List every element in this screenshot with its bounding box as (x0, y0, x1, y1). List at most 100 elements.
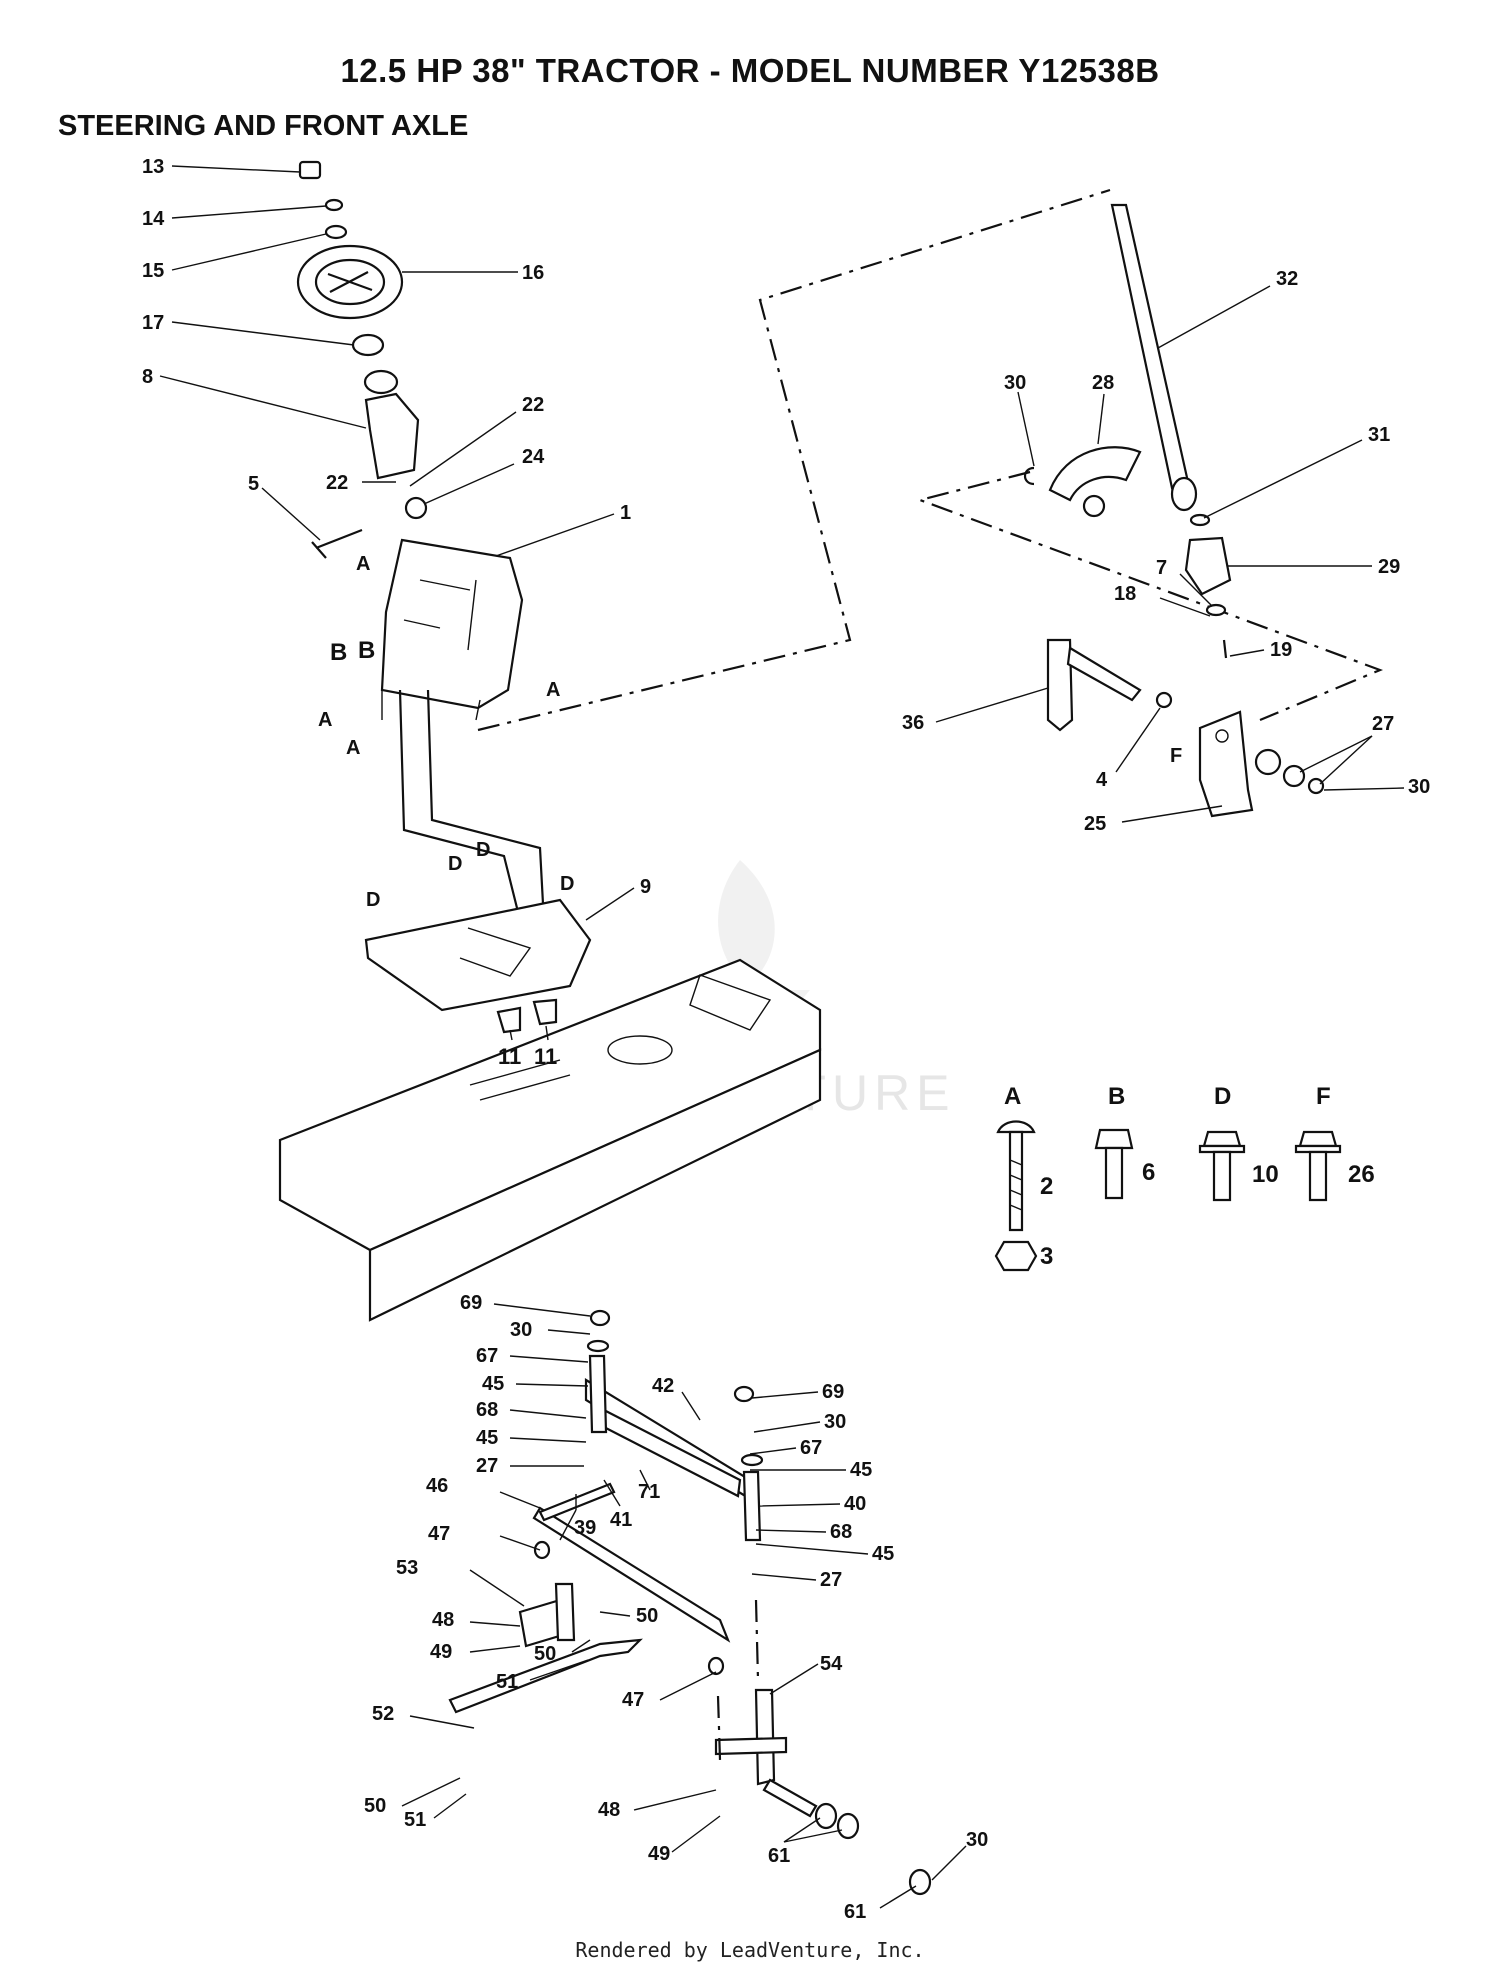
steering-arm-icon (518, 1582, 576, 1648)
reference-line (754, 1599, 760, 1681)
reference-line (716, 1695, 722, 1761)
callout-D: D (476, 839, 490, 861)
dash-panel-icon (380, 538, 524, 721)
washer-icon (1282, 764, 1306, 788)
clip-icon (496, 1006, 522, 1034)
adapter-icon (351, 333, 385, 357)
reference-line (916, 470, 1384, 722)
flange-bolt-icon (1198, 1130, 1246, 1202)
callout-1: 1 (620, 502, 631, 524)
steering-shaft-icon (1110, 203, 1190, 490)
nut-icon (707, 1656, 725, 1676)
callout-15: 15 (142, 260, 164, 282)
callout-30: 30 (510, 1319, 532, 1341)
callout-67: 67 (800, 1437, 822, 1459)
steering-assembly (278, 160, 822, 1322)
nut-icon (533, 1540, 551, 1560)
callout-27: 27 (1372, 713, 1394, 735)
washer-icon (1205, 603, 1227, 617)
callout-51: 51 (496, 1671, 518, 1693)
callout-50: 50 (636, 1605, 658, 1627)
steering-wheel-icon (296, 244, 404, 320)
hex-nut-icon (994, 1240, 1038, 1272)
bolt-icon (1222, 639, 1228, 659)
callout-71: 71 (638, 1481, 660, 1503)
callout-68: 68 (476, 1399, 498, 1421)
washer-icon (814, 1802, 838, 1830)
callout-19: 19 (1270, 639, 1292, 661)
callout-48: 48 (598, 1799, 620, 1821)
callout-B: B (358, 637, 375, 664)
hex-bolt-icon (1094, 1128, 1134, 1200)
callout-61: 61 (844, 1901, 866, 1923)
clip-icon (1023, 466, 1035, 486)
callout-7: 7 (1156, 557, 1167, 579)
callout-4: 4 (1096, 769, 1108, 791)
reference-line (477, 188, 1111, 732)
hardware-key-letter-F: F (1316, 1083, 1331, 1110)
mounting-bracket-icon (1198, 710, 1254, 818)
callout-D: D (560, 873, 574, 895)
callout-46: 46 (426, 1475, 448, 1497)
callout-B: B (330, 639, 347, 666)
callout-42: 42 (652, 1375, 674, 1397)
washer-icon (1254, 748, 1282, 776)
hardware-key-number-2: 2 (1040, 1173, 1053, 1200)
callout-50: 50 (364, 1795, 386, 1817)
washer-icon (324, 224, 348, 240)
hardware-key-number-10: 10 (1252, 1161, 1279, 1188)
section-title: STEERING AND FRONT AXLE (58, 110, 469, 142)
callout-18: 18 (1114, 583, 1136, 605)
callout-24: 24 (522, 446, 545, 468)
callout-30: 30 (1004, 372, 1026, 394)
callout-30: 30 (966, 1829, 988, 1851)
hardware-key-letter-A: A (1004, 1083, 1021, 1110)
callout-39: 39 (574, 1517, 596, 1539)
washer-icon (908, 1868, 932, 1896)
callout-28: 28 (1092, 372, 1114, 394)
callout-D: D (366, 889, 380, 911)
bolt-icon (538, 1482, 616, 1522)
pinion-icon (1170, 476, 1198, 512)
callout-69: 69 (460, 1292, 482, 1314)
hardware-key (994, 1120, 1342, 1272)
hardware-key-number-26: 26 (1348, 1161, 1375, 1188)
callout-A: A (546, 679, 560, 701)
bushing-icon (404, 496, 428, 520)
front-axle-assembly (448, 1309, 932, 1896)
callout-9: 9 (640, 876, 651, 898)
callout-68: 68 (830, 1521, 852, 1543)
callout-30: 30 (824, 1411, 846, 1433)
nut-icon (324, 198, 344, 212)
callout-5: 5 (248, 473, 259, 495)
callout-17: 17 (142, 312, 164, 334)
callout-48: 48 (432, 1609, 454, 1631)
clip-icon (532, 998, 558, 1026)
tie-rod-icon (448, 1638, 643, 1714)
callout-49: 49 (430, 1641, 452, 1663)
callout-27: 27 (476, 1455, 498, 1477)
hardware-key-labels: A 2 B 6 D 10 F 26 3 (1004, 1083, 1375, 1270)
callout-22: 22 (326, 472, 348, 494)
callout-16: 16 (522, 262, 544, 284)
pitman-arm-icon (1046, 638, 1142, 732)
steering-column-housing-icon (363, 369, 420, 480)
callout-31: 31 (1368, 424, 1390, 446)
callout-13: 13 (142, 156, 164, 178)
sector-gear-icon (1048, 446, 1142, 518)
callout-36: 36 (902, 712, 924, 734)
washer-icon (586, 1339, 610, 1353)
callout-A: A (346, 737, 360, 759)
steering-cap-icon (298, 160, 322, 180)
callout-27: 27 (820, 1569, 842, 1591)
hardware-key-letter-B: B (1108, 1083, 1125, 1110)
callout-A: A (356, 553, 370, 575)
callout-32: 32 (1276, 268, 1298, 290)
footer-credit: Rendered by LeadVenture, Inc. (575, 1938, 925, 1962)
callout-54: 54 (820, 1653, 843, 1675)
spindle-icon (742, 1470, 762, 1542)
callout-22: 22 (522, 394, 544, 416)
callout-25: 25 (1084, 813, 1106, 835)
callout-45: 45 (872, 1543, 894, 1565)
